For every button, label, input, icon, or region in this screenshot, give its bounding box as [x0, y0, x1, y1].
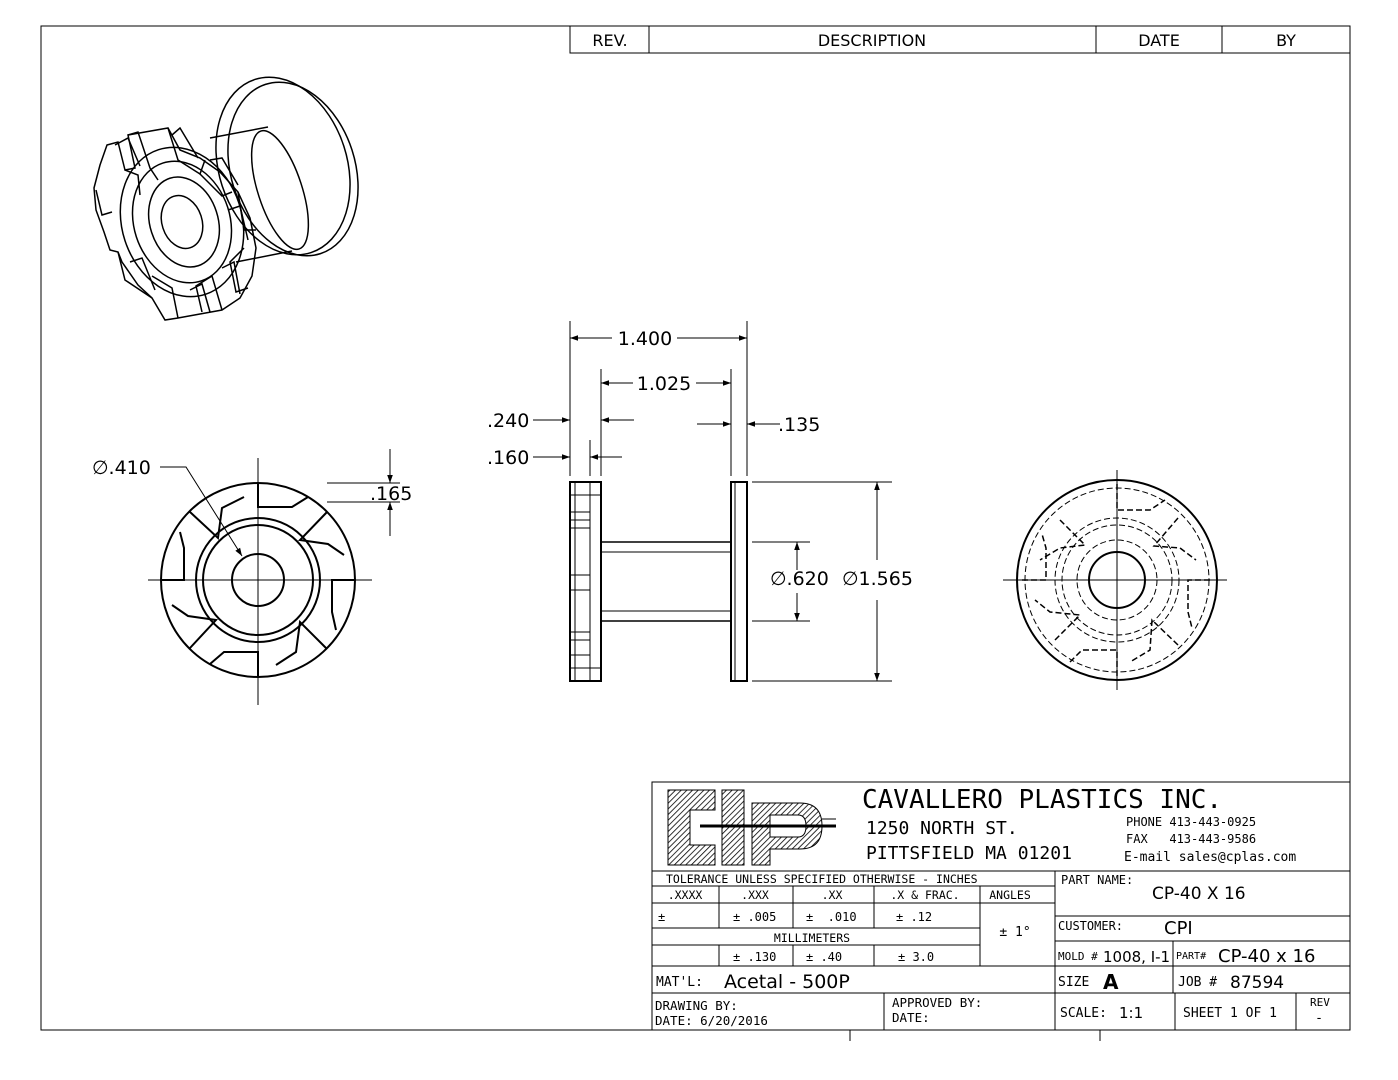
- company-address-line2: PITTSFIELD MA 01201: [866, 843, 1072, 864]
- right-flange-dim: .135: [778, 414, 820, 436]
- side-view: [533, 321, 892, 682]
- approved-by-label: APPROVED BY:: [892, 995, 982, 1010]
- revision-block: [569, 25, 1351, 54]
- description-header: DESCRIPTION: [818, 31, 926, 50]
- rev-header: REV.: [592, 31, 627, 50]
- bore-dia-dim: ∅.410: [92, 457, 151, 479]
- tol-col-angles: ANGLES: [989, 888, 1031, 902]
- company-name: CAVALLERO PLASTICS INC.: [862, 785, 1222, 815]
- company-phone: PHONE 413-443-0925: [1126, 815, 1256, 829]
- size-label: SIZE: [1058, 975, 1089, 990]
- scale-label: SCALE:: [1060, 1006, 1107, 1021]
- company-fax: FAX 413-443-9586: [1126, 832, 1256, 846]
- flange-dia-dim: ∅1.565: [842, 568, 913, 590]
- material-label: MAT'L:: [656, 975, 703, 990]
- job-label: JOB #: [1178, 975, 1217, 990]
- scale-value: 1:1: [1119, 1004, 1143, 1022]
- part-name-value: CP-40 X 16: [1152, 884, 1246, 904]
- customer-value: CPI: [1164, 918, 1193, 939]
- by-header: BY: [1276, 31, 1296, 50]
- spool-length-dim: 1.025: [637, 373, 691, 395]
- size-value: A: [1103, 970, 1119, 994]
- part-no-label: PART#: [1176, 951, 1206, 962]
- left-hub-dim: .160: [487, 447, 529, 469]
- company-logo: [662, 786, 836, 868]
- company-address-line1: 1250 NORTH ST.: [866, 818, 1018, 839]
- tol-inch-xx: ± .010: [806, 910, 857, 924]
- approved-date-label: DATE:: [892, 1010, 930, 1025]
- tol-inch-xxxx: ±: [658, 910, 665, 924]
- job-value: 87594: [1230, 973, 1284, 993]
- tol-inch-xxx: ± .005: [733, 910, 776, 924]
- tol-mm-frac: ± 3.0: [898, 950, 934, 964]
- left-flange-dim: .240: [487, 410, 529, 432]
- rev-label: REV: [1310, 996, 1330, 1009]
- mold-value: 1008, I-1: [1103, 948, 1170, 966]
- tol-col-xx: .XX: [822, 888, 843, 902]
- mold-label: MOLD #: [1058, 950, 1098, 963]
- tol-angles-value: ± 1°: [999, 925, 1030, 940]
- tol-col-xxxx: .XXXX: [668, 888, 703, 902]
- left-end-view: [148, 449, 400, 705]
- material-value: Acetal - 500P: [724, 971, 850, 993]
- tol-col-frac: .X & FRAC.: [890, 888, 959, 902]
- date-header: DATE: [1138, 31, 1180, 50]
- customer-label: CUSTOMER:: [1058, 919, 1123, 933]
- tolerance-header: TOLERANCE UNLESS SPECIFIED OTHERWISE - I…: [666, 872, 978, 886]
- part-name-label: PART NAME:: [1061, 873, 1133, 887]
- isometric-view: [93, 76, 359, 321]
- sheet-label: SHEET 1 OF 1: [1183, 1006, 1277, 1021]
- tol-col-xxx: .XXX: [741, 888, 769, 902]
- overall-length-dim: 1.400: [618, 328, 672, 350]
- slot-depth-dim: .165: [370, 483, 412, 505]
- drawing-by-label: DRAWING BY:: [655, 998, 738, 1013]
- drawing-date-label: DATE: 6/20/2016: [655, 1013, 768, 1028]
- tol-inch-frac: ± .12: [896, 910, 932, 924]
- company-email: E-mail sales@cplas.com: [1124, 850, 1296, 865]
- millimeters-label: MILLIMETERS: [774, 931, 850, 945]
- tol-mm-xx: ± .40: [806, 950, 842, 964]
- part-no-value: CP-40 x 16: [1218, 946, 1315, 967]
- tol-mm-xxx: ± .130: [733, 950, 776, 964]
- title-block-grid: [651, 781, 1351, 1031]
- right-end-view: [1003, 470, 1227, 690]
- rev-value: -: [1315, 1011, 1323, 1026]
- hub-dia-dim: ∅.620: [770, 568, 829, 590]
